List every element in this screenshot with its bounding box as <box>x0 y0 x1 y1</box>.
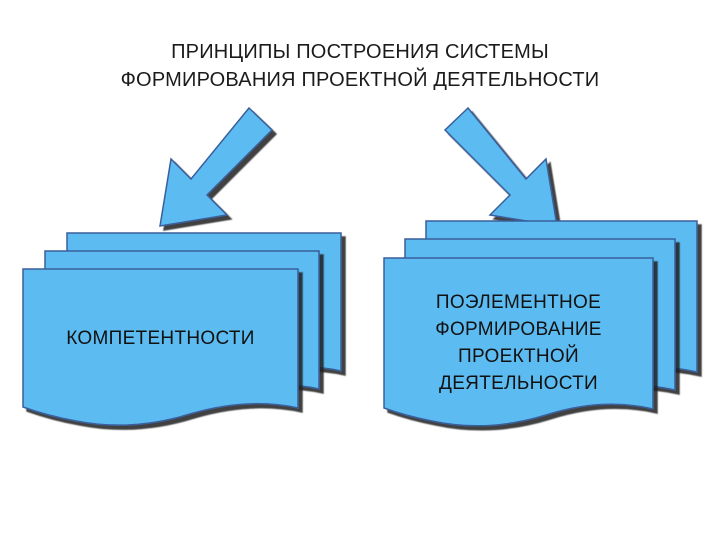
left-document-stack <box>22 232 342 426</box>
right-card-line-3: ПРОЕКТНОЙ <box>458 346 579 367</box>
title-line-2: ФОРМИРОВАНИЯ ПРОЕКТНОЙ ДЕЯТЕЛЬНОСТИ <box>120 69 600 91</box>
right-card-line-2: ФОРМИРОВАНИЕ <box>435 319 602 340</box>
right-card-line-4: ДЕЯТЕЛЬНОСТИ <box>439 373 598 394</box>
left-arrow-icon <box>159 106 274 227</box>
left-sheet-front <box>22 268 299 426</box>
left-card-label: КОМПЕТЕНТНОСТИ <box>23 290 298 386</box>
right-card-label: ПОЭЛЕМЕНТНОЕ ФОРМИРОВАНИЕ ПРОЕКТНОЙ ДЕЯТ… <box>384 278 653 408</box>
diagram-title: ПРИНЦИПЫ ПОСТРОЕНИЯ СИСТЕМЫ ФОРМИРОВАНИЯ… <box>0 38 720 94</box>
title-line-1: ПРИНЦИПЫ ПОСТРОЕНИЯ СИСТЕМЫ <box>171 41 549 63</box>
right-sheet-front <box>383 257 654 427</box>
right-card-line-1: ПОЭЛЕМЕНТНОЕ <box>435 292 602 313</box>
right-document-stack <box>383 220 698 427</box>
competencies-text: КОМПЕТЕНТНОСТИ <box>66 327 255 349</box>
right-arrow-icon <box>443 106 558 227</box>
